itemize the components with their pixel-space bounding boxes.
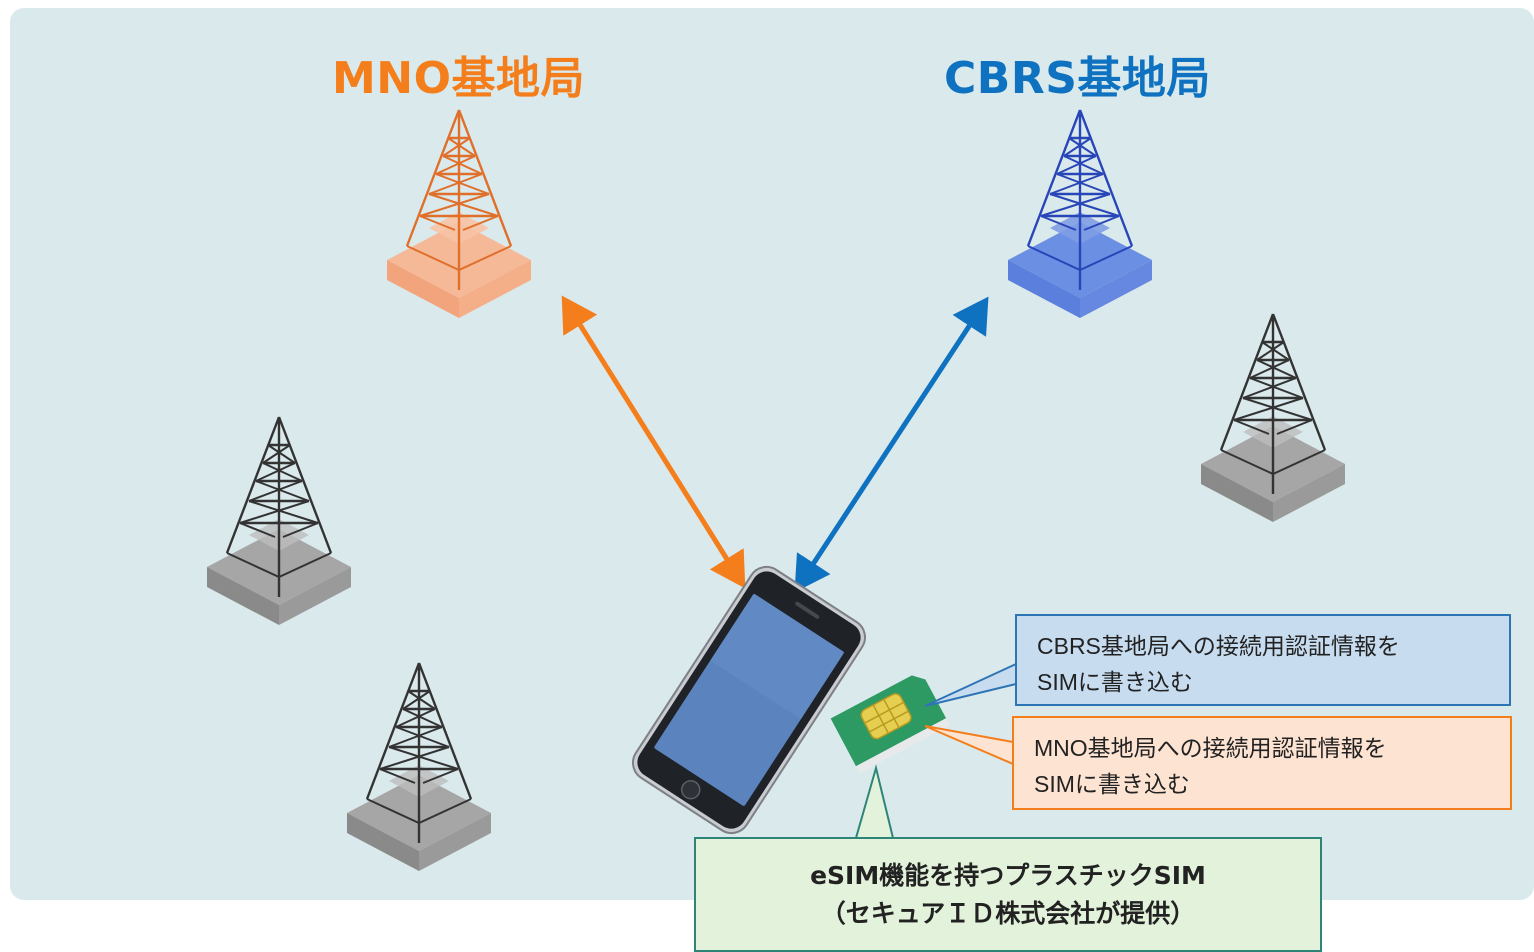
sim-card-icon <box>830 675 950 774</box>
mno-base-station-title: MNO基地局 <box>332 53 586 104</box>
cbrs-tower-icon <box>1008 108 1152 318</box>
callout-text-line: eSIM機能を持つプラスチックSIM <box>810 861 1206 890</box>
callout-pointer <box>924 663 1017 707</box>
generic-tower-icon <box>1201 312 1345 522</box>
callout-pointer <box>924 725 1014 765</box>
callout-text-line: （セキュアＩＤ株式会社が提供） <box>820 899 1196 928</box>
double-arrow-icon <box>794 296 989 593</box>
cbrs-auth-callout: CBRS基地局への接続用認証情報を SIMに書き込む <box>1015 614 1511 706</box>
smartphone-icon <box>632 565 866 835</box>
mno-tower-icon <box>387 108 531 318</box>
cbrs-base-station-title: CBRS基地局 <box>944 53 1211 104</box>
double-arrow-icon <box>561 295 746 589</box>
callout-text-line: SIMに書き込む <box>1034 771 1190 797</box>
callout-pointer <box>855 764 894 839</box>
mno-auth-callout: MNO基地局への接続用認証情報を SIMに書き込む <box>1012 716 1512 810</box>
callout-text-line: CBRS基地局への接続用認証情報を <box>1037 633 1400 659</box>
generic-tower-icon <box>347 661 491 871</box>
esim-callout: eSIM機能を持つプラスチックSIM （セキュアＩＤ株式会社が提供） <box>694 837 1322 952</box>
callout-text-line: SIMに書き込む <box>1037 669 1193 695</box>
generic-tower-icon <box>207 415 351 625</box>
callout-text-line: MNO基地局への接続用認証情報を <box>1034 735 1387 761</box>
